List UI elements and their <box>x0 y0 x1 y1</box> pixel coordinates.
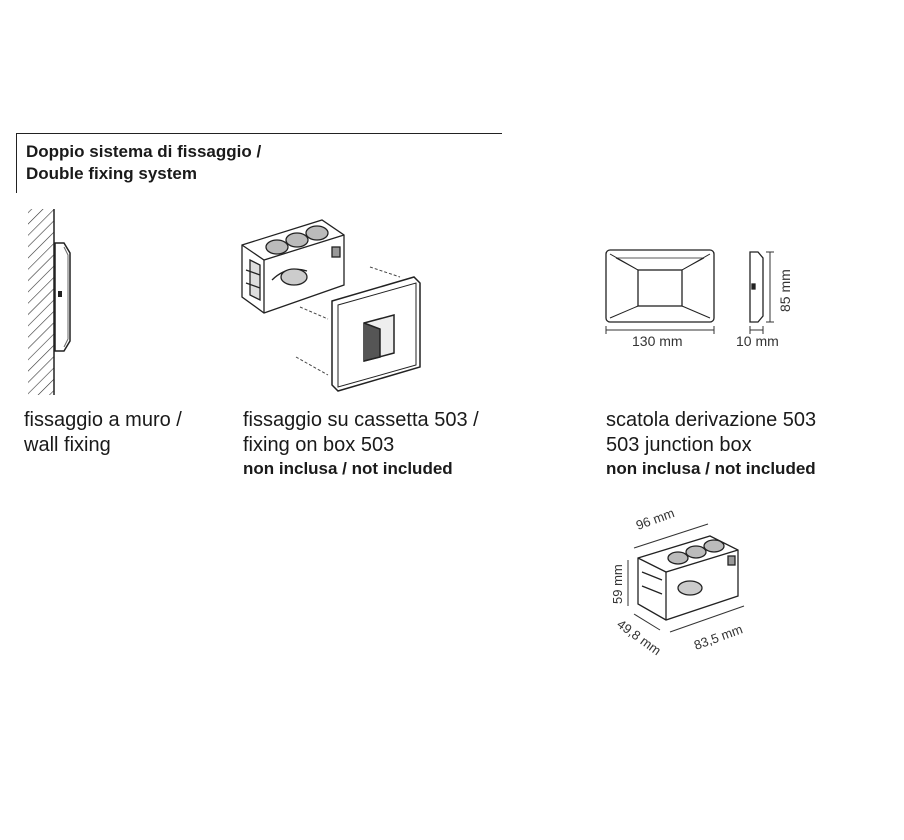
dim-height: 85 mm <box>777 269 793 312</box>
caption-box-line2: fixing on box 503 <box>243 434 395 456</box>
dim-side-depth: 10 mm <box>736 333 779 349</box>
caption-wall-fixing: fissaggio a muro / wall fixing <box>24 408 182 458</box>
caption-box-note: non inclusa / not included <box>243 459 453 478</box>
header-rule <box>16 133 502 134</box>
dim-box-width: 83,5 mm <box>692 621 745 652</box>
caption-box-fixing: fissaggio su cassetta 503 / fixing on bo… <box>243 408 479 480</box>
front-view-illustration: 130 mm 10 mm 85 mm <box>605 249 793 349</box>
header-rule-left <box>16 133 17 193</box>
box-dimension-lines <box>627 523 745 633</box>
dim-box-height: 59 mm <box>610 564 625 604</box>
caption-junction-box: scatola derivazione 503 503 junction box… <box>606 408 816 480</box>
section-title: Doppio sistema di fissaggio / Double fix… <box>26 141 261 185</box>
caption-box-line1: fissaggio su cassetta 503 / <box>243 409 479 431</box>
caption-wall-line1: fissaggio a muro / <box>24 409 182 431</box>
light-window <box>637 269 683 307</box>
caption-junction-note: non inclusa / not included <box>606 459 816 478</box>
dim-front-width: 130 mm <box>632 333 683 349</box>
title-english: Double fixing system <box>26 164 197 183</box>
height-dimension-line <box>766 251 774 323</box>
width-dimension-line <box>605 326 715 334</box>
caption-junction-line1: scatola derivazione 503 <box>606 409 817 431</box>
wall-hatch <box>28 209 54 395</box>
caption-junction-line2: 503 junction box <box>606 434 752 456</box>
junction-box-3d <box>637 535 739 621</box>
dim-box-top: 96 mm <box>634 505 676 533</box>
title-italian: Doppio sistema di fissaggio / <box>26 142 262 161</box>
box-fixing-illustration <box>241 219 421 392</box>
cover-plate-drawing <box>331 276 421 392</box>
depth-dimension-line <box>749 326 764 334</box>
caption-wall-line2: wall fixing <box>24 434 111 456</box>
junction-box-dimension-illustration: 96 mm 59 mm 49,8 mm 83,5 mm <box>610 505 745 658</box>
wall-fixing-illustration <box>28 209 71 395</box>
fixture-side <box>54 242 71 352</box>
side-view <box>749 251 764 323</box>
mounting-arrows <box>295 266 401 376</box>
junction-box-drawing <box>241 219 345 314</box>
dim-box-depth: 49,8 mm <box>614 616 664 658</box>
